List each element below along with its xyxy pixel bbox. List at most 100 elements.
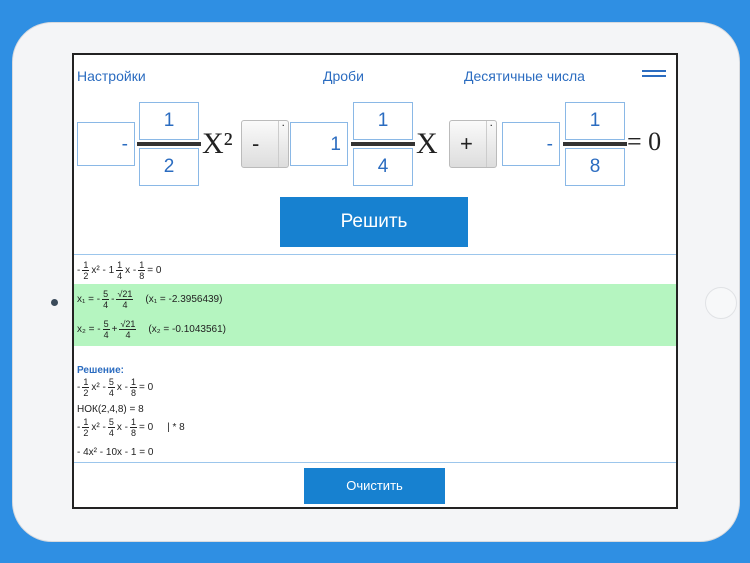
- b-whole-input[interactable]: 1: [290, 122, 348, 166]
- math-text: x₂ = -: [77, 324, 101, 335]
- x-label: X: [416, 127, 438, 160]
- fraction-bar: [351, 142, 415, 146]
- math-text: 1: [82, 377, 90, 388]
- math-text: +: [111, 324, 118, 335]
- equals-zero: = 0: [627, 127, 662, 156]
- c-denominator-input[interactable]: 8: [565, 148, 625, 186]
- a-sign: -: [121, 134, 128, 155]
- camera-icon: [51, 299, 58, 306]
- math-text: 4: [117, 271, 123, 281]
- math-text: 4: [108, 388, 114, 398]
- op2-stepper[interactable]: +·: [449, 120, 497, 168]
- nav-fractions[interactable]: Дроби: [323, 68, 364, 84]
- solution-step-3: - 4x² - 10x - 1 = 0: [77, 447, 154, 458]
- math-text: 4: [103, 300, 109, 310]
- math-text: 5: [107, 377, 115, 388]
- math-text: -: [111, 294, 115, 305]
- math-text: x² -: [91, 382, 106, 393]
- math-text: -: [77, 422, 81, 433]
- math-text: 2: [83, 428, 89, 438]
- math-text: x -: [125, 265, 137, 276]
- math-text: 1: [129, 377, 137, 388]
- math-text: x² -: [91, 422, 106, 433]
- op1-label: -: [252, 131, 260, 156]
- math-text: 1: [82, 260, 90, 271]
- fraction-bar: [137, 142, 201, 146]
- math-text: √21: [116, 289, 134, 300]
- c-whole-input[interactable]: -: [502, 122, 560, 166]
- b-numerator-input[interactable]: 1: [353, 102, 413, 140]
- math-text: x -: [116, 422, 128, 433]
- a-denominator-input[interactable]: 2: [139, 148, 199, 186]
- math-text: x₁ = -: [77, 294, 101, 305]
- b-denominator-input[interactable]: 4: [353, 148, 413, 186]
- math-text: -: [77, 382, 81, 393]
- math-text: 4: [125, 330, 131, 340]
- math-text: 1: [129, 417, 137, 428]
- math-text: x -: [116, 382, 128, 393]
- app-screen: Настройки Дроби Десятичные числа - 1 2 X…: [72, 53, 678, 509]
- x-squared-label: X²: [202, 127, 233, 160]
- math-text: 4: [108, 428, 114, 438]
- home-button[interactable]: [705, 287, 737, 319]
- math-text: 1: [138, 260, 146, 271]
- clear-button[interactable]: Очистить: [304, 468, 445, 504]
- math-text: 8: [139, 271, 145, 281]
- solution-title: Решение:: [77, 365, 124, 376]
- math-text: = 0: [147, 265, 162, 276]
- c-numerator-input[interactable]: 1: [565, 102, 625, 140]
- nav-settings[interactable]: Настройки: [77, 68, 146, 84]
- stepper-handle[interactable]: ·: [278, 121, 288, 167]
- c-sign: -: [546, 134, 553, 155]
- math-text: (x₁ = -2.3956439): [145, 294, 223, 305]
- a-numerator-input[interactable]: 1: [139, 102, 199, 140]
- a-whole-input[interactable]: -: [77, 122, 135, 166]
- fraction-bar: [563, 142, 627, 146]
- math-text: | * 8: [167, 422, 185, 433]
- solve-button[interactable]: Решить: [280, 197, 468, 247]
- math-text: = 0: [138, 382, 154, 393]
- op1-stepper[interactable]: -·: [241, 120, 289, 168]
- math-text: 8: [130, 388, 136, 398]
- math-text: 2: [83, 388, 89, 398]
- math-text: 5: [107, 417, 115, 428]
- math-text: 5: [102, 319, 110, 330]
- divider: [74, 462, 676, 463]
- math-text: 1: [116, 260, 124, 271]
- divider: [74, 254, 676, 255]
- roots-highlight: [74, 284, 676, 346]
- op2-label: +: [460, 131, 473, 156]
- math-text: 4: [122, 300, 128, 310]
- math-text: 2: [83, 271, 89, 281]
- math-text: 8: [130, 428, 136, 438]
- math-text: 5: [102, 289, 110, 300]
- math-text: 4: [103, 330, 109, 340]
- math-text: = 0: [138, 422, 154, 433]
- lcm-line: НОК(2,4,8) = 8: [77, 404, 144, 415]
- menu-icon[interactable]: [642, 70, 666, 80]
- stepper-handle[interactable]: ·: [486, 121, 496, 167]
- nav-decimals[interactable]: Десятичные числа: [464, 68, 585, 84]
- math-text: x² - 1: [91, 265, 115, 276]
- math-text: (x₂ = -0.1043561): [148, 324, 226, 335]
- math-text: √21: [119, 319, 137, 330]
- math-text: -: [77, 265, 81, 276]
